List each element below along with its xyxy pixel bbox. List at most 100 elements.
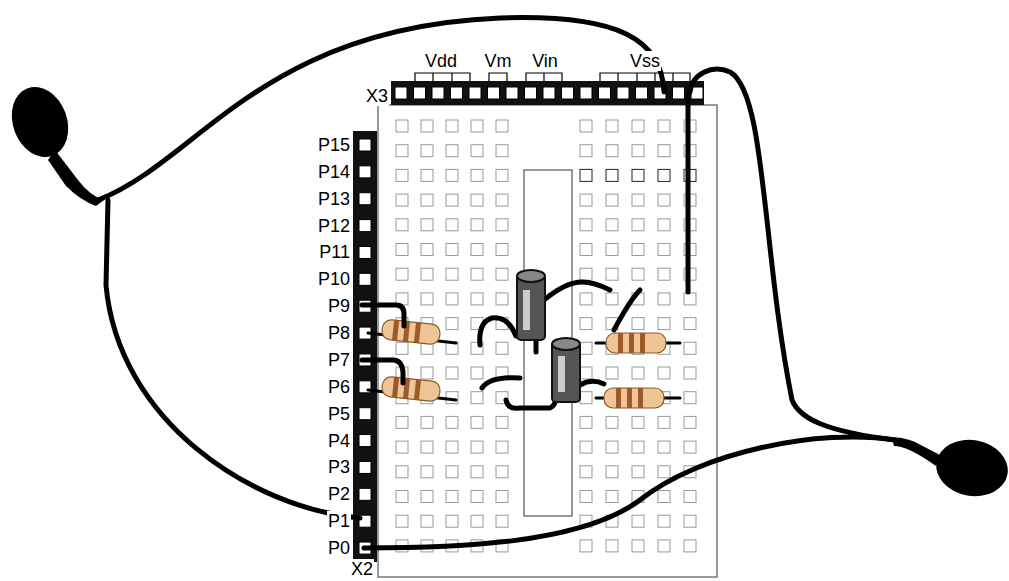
earphone [2, 79, 77, 165]
breadboard-hole [684, 342, 696, 354]
breadboard-hole [396, 169, 408, 181]
breadboard-hole [446, 268, 458, 280]
header-socket [599, 87, 611, 99]
pin-label: P13 [317, 189, 351, 209]
header-socket [359, 461, 371, 473]
breadboard-hole [471, 441, 483, 453]
breadboard-hole [658, 194, 670, 206]
jumper-wire [544, 282, 610, 300]
breadboard-hole [684, 318, 696, 330]
breadboard-hole [606, 416, 618, 428]
breadboard-hole [471, 120, 483, 132]
jumper-wire [482, 378, 520, 388]
breadboard-hole [606, 367, 618, 379]
breadboard-hole [496, 120, 508, 132]
pin-label: P10 [317, 269, 351, 289]
resistor-symbol [392, 377, 399, 397]
breadboard-hole [658, 145, 670, 157]
header-socket [359, 408, 371, 420]
breadboard-hole [446, 466, 458, 478]
resistor-symbol [604, 388, 664, 408]
breadboard-hole [684, 515, 696, 527]
breadboard-hole [471, 293, 483, 305]
pin-label: P8 [327, 323, 351, 343]
resistor-symbol [627, 388, 632, 408]
breadboard-hole [606, 145, 618, 157]
breadboard-hole [580, 244, 592, 256]
breadboard-hole [580, 441, 592, 453]
breadboard-hole [446, 515, 458, 527]
jumper-wire [506, 395, 556, 408]
header-socket [636, 87, 648, 99]
breadboard-hole [658, 244, 670, 256]
header-socket [432, 87, 444, 99]
pin-label: P14 [317, 162, 351, 182]
header-socket [359, 435, 371, 447]
breadboard-hole [421, 491, 433, 503]
breadboard-hole [580, 293, 592, 305]
breadboard-hole [421, 293, 433, 305]
supply-bracket [489, 73, 507, 82]
supply-bracket [600, 73, 690, 82]
breadboard-hole [446, 318, 458, 330]
breadboard-hole [580, 367, 592, 379]
header-socket [488, 87, 500, 99]
header-socket [506, 87, 518, 99]
header-socket [543, 87, 555, 99]
resistor-symbol [618, 333, 623, 353]
breadboard-hole [658, 416, 670, 428]
breadboard-hole [580, 491, 592, 503]
resistor-symbol [392, 320, 399, 340]
breadboard-hole [471, 392, 483, 404]
resistor-symbol [414, 322, 421, 342]
breadboard-hole [606, 441, 618, 453]
breadboard-hole [496, 416, 508, 428]
breadboard-hole [471, 466, 483, 478]
capacitor-symbol [517, 270, 580, 402]
breadboard-hole [580, 120, 592, 132]
breadboard-hole [658, 540, 670, 552]
earphone [932, 434, 1009, 502]
resistor-symbol [381, 376, 441, 402]
breadboard-hole [421, 169, 433, 181]
breadboard-hole [658, 169, 670, 181]
header-label: X3 [365, 86, 389, 106]
supply-bracket [415, 73, 690, 82]
jumper-wire [614, 290, 640, 330]
breadboard-hole [496, 293, 508, 305]
breadboard-hole [684, 491, 696, 503]
breadboard-hole [632, 244, 644, 256]
resistor-symbol [640, 333, 645, 353]
breadboard-hole [471, 244, 483, 256]
breadboard-hole [606, 540, 618, 552]
breadboard-hole [421, 367, 433, 379]
breadboard-hole [496, 441, 508, 453]
header-socket [359, 166, 371, 178]
breadboard-holes [396, 120, 696, 552]
breadboard-hole [396, 194, 408, 206]
breadboard-hole [658, 367, 670, 379]
breadboard-hole [580, 318, 592, 330]
earphone-cable [98, 18, 895, 548]
supply-bracket [526, 73, 562, 82]
breadboard-hole [632, 466, 644, 478]
pin-label: P4 [327, 431, 351, 451]
breadboard-hole [446, 441, 458, 453]
breadboard-hole [580, 466, 592, 478]
breadboard-hole [632, 120, 644, 132]
header-socket [359, 273, 371, 285]
jumper-wire [362, 360, 403, 383]
breadboard-hole [606, 244, 618, 256]
breadboard-hole [632, 515, 644, 527]
breadboard-hole [496, 219, 508, 231]
breadboard-hole [471, 194, 483, 206]
supply-label: Vin [531, 51, 559, 71]
breadboard-hole [632, 441, 644, 453]
breadboard-hole [632, 169, 644, 181]
earphone [2, 79, 1009, 502]
breadboard-hole [446, 169, 458, 181]
supply-label: Vss [629, 51, 661, 71]
breadboard-hole [580, 169, 592, 181]
breadboard-hole [580, 268, 592, 280]
